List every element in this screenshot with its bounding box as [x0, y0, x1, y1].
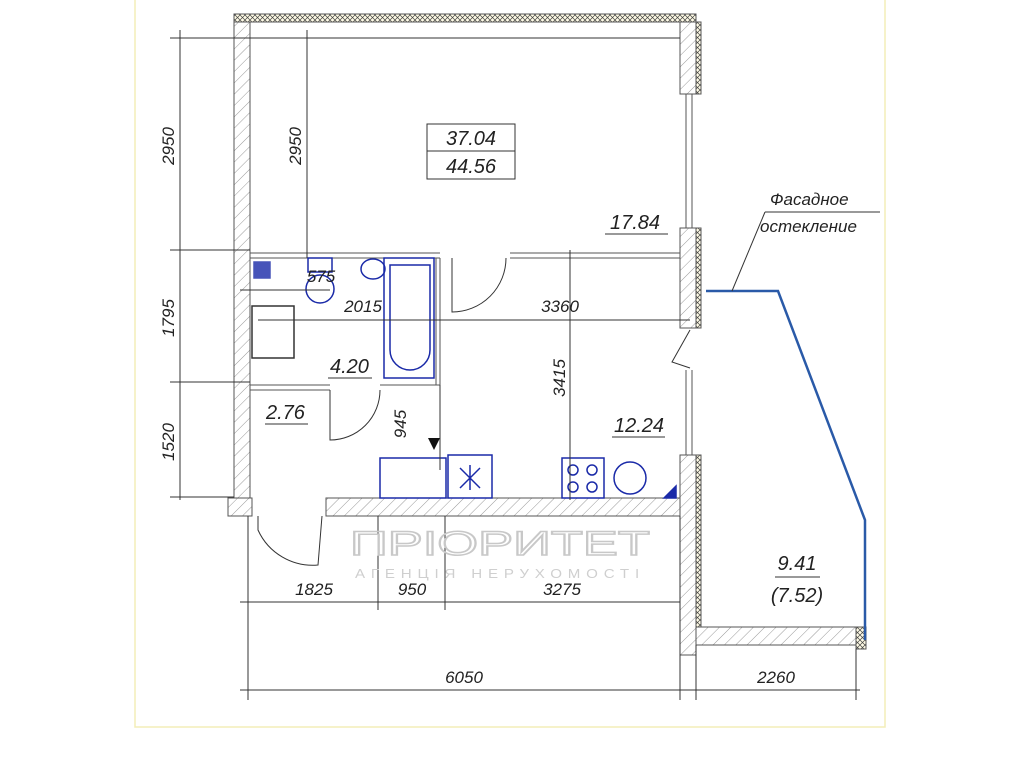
dim-bottom-1: 1825	[295, 580, 333, 599]
bathtub-icon	[383, 257, 435, 379]
facade-glazing	[706, 289, 867, 640]
entry-marker-icon	[428, 438, 440, 450]
walls	[227, 13, 867, 656]
annotation-line1: Фасадное	[770, 190, 849, 209]
dim-bottom-2: 950	[398, 580, 427, 599]
dim-inner-top: 2950	[286, 127, 305, 166]
fixtures	[251, 257, 677, 499]
stove-icon	[561, 457, 605, 499]
dim-left-bottom: 1520	[159, 423, 178, 461]
dim-total-width: 6050	[445, 668, 483, 687]
dim-balcony-width: 2260	[756, 668, 795, 687]
dim-left-mid: 1795	[159, 299, 178, 337]
sink-icon	[360, 258, 386, 280]
dim-left-top: 2950	[159, 127, 178, 166]
area-balcony: 9.41	[778, 553, 817, 575]
watermark-tagline: АГЕНЦІЯ НЕРУХОМОСТІ	[355, 566, 645, 581]
area-living-room: 17.84	[610, 212, 660, 234]
watermark-brand: ПРІОРИТЕТ	[350, 525, 650, 563]
area-balcony-reduced: (7.52)	[771, 585, 823, 607]
dim-room-width: 3360	[541, 297, 579, 316]
dim-bath-width: 2015	[343, 297, 382, 316]
sheet-frame	[134, 0, 886, 728]
dim-kitchen-depth: 3415	[550, 359, 569, 397]
dim-bath-small: 575	[307, 267, 336, 286]
doors	[257, 257, 691, 566]
total-area-living: 37.04	[446, 128, 496, 150]
dimension-lines	[170, 30, 860, 700]
shaft-icon	[253, 261, 271, 279]
area-hallway: 2.76	[265, 402, 306, 424]
kitchen-sink-icon	[613, 461, 647, 495]
dim-bottom-3: 3275	[543, 580, 581, 599]
area-kitchen: 12.24	[614, 415, 664, 437]
total-area-full: 44.56	[446, 156, 497, 178]
toilet-icon	[305, 274, 335, 304]
dishwasher-icon	[447, 454, 493, 499]
fridge-icon	[379, 457, 447, 499]
area-bathroom: 4.20	[330, 356, 369, 378]
dim-corridor: 945	[391, 409, 410, 438]
annotation-line2: остекление	[760, 217, 857, 236]
washing-machine-icon	[251, 305, 295, 359]
